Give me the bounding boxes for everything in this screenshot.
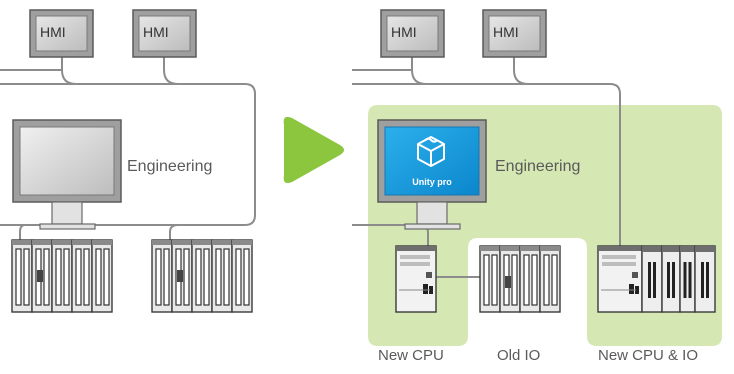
engineering-workstation-right: Unity pro — [377, 119, 487, 230]
right-network: Unity pro — [352, 9, 716, 313]
hmi-panel-right-1 — [380, 9, 445, 58]
cube-puzzle-icon — [417, 136, 445, 167]
software-logo-text: Unity pro — [412, 177, 452, 187]
plc-rack-left-2 — [151, 239, 253, 313]
hmi-panel-left-2 — [132, 9, 197, 58]
plc-rack-left-1 — [11, 239, 113, 313]
new-cpu-io-rack — [597, 245, 716, 313]
hmi-label-left-1: HMI — [40, 24, 66, 40]
hmi-panel-right-2 — [482, 9, 547, 58]
hmi-label-left-2: HMI — [143, 24, 169, 40]
left-network — [0, 9, 256, 313]
engineering-label-right: Engineering — [495, 158, 581, 175]
hmi-label-right-2: HMI — [493, 24, 519, 40]
engineering-workstation-left — [12, 119, 122, 230]
caption-new-cpu-io: New CPU & IO — [598, 347, 699, 364]
hmi-panel-left-1 — [29, 9, 94, 58]
new-cpu-module — [395, 245, 437, 313]
old-io-rack — [479, 245, 561, 313]
hmi-label-right-1: HMI — [391, 24, 417, 40]
caption-old-io: Old IO — [497, 347, 541, 364]
caption-new-cpu: New CPU — [378, 347, 444, 364]
engineering-label-left: Engineering — [127, 158, 213, 175]
transition-arrow-icon — [283, 116, 344, 184]
